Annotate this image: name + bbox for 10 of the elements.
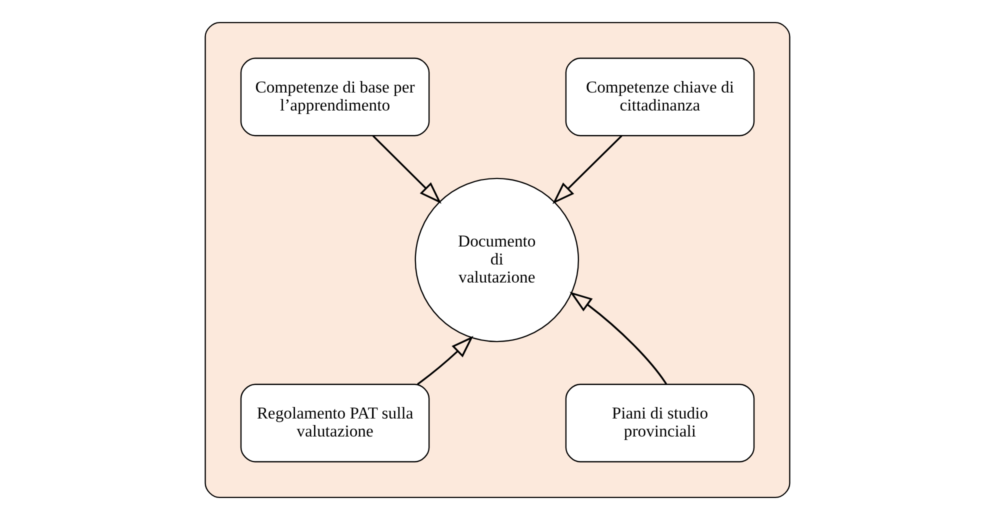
arrow bbox=[552, 135, 622, 204]
node-box: Piani di studio provinciali bbox=[565, 384, 755, 462]
arrow bbox=[372, 135, 442, 204]
arrow bbox=[570, 292, 668, 385]
arrow bbox=[417, 336, 474, 385]
node-box: Regolamento PAT sulla valutazione bbox=[240, 384, 430, 462]
node-box: Competenze chiave di cittadinanza bbox=[565, 58, 755, 136]
node-box: Competenze di base per l’apprendimento bbox=[240, 58, 430, 136]
cluster bbox=[204, 22, 790, 498]
node-circle: Documento di valutazione bbox=[414, 178, 580, 342]
